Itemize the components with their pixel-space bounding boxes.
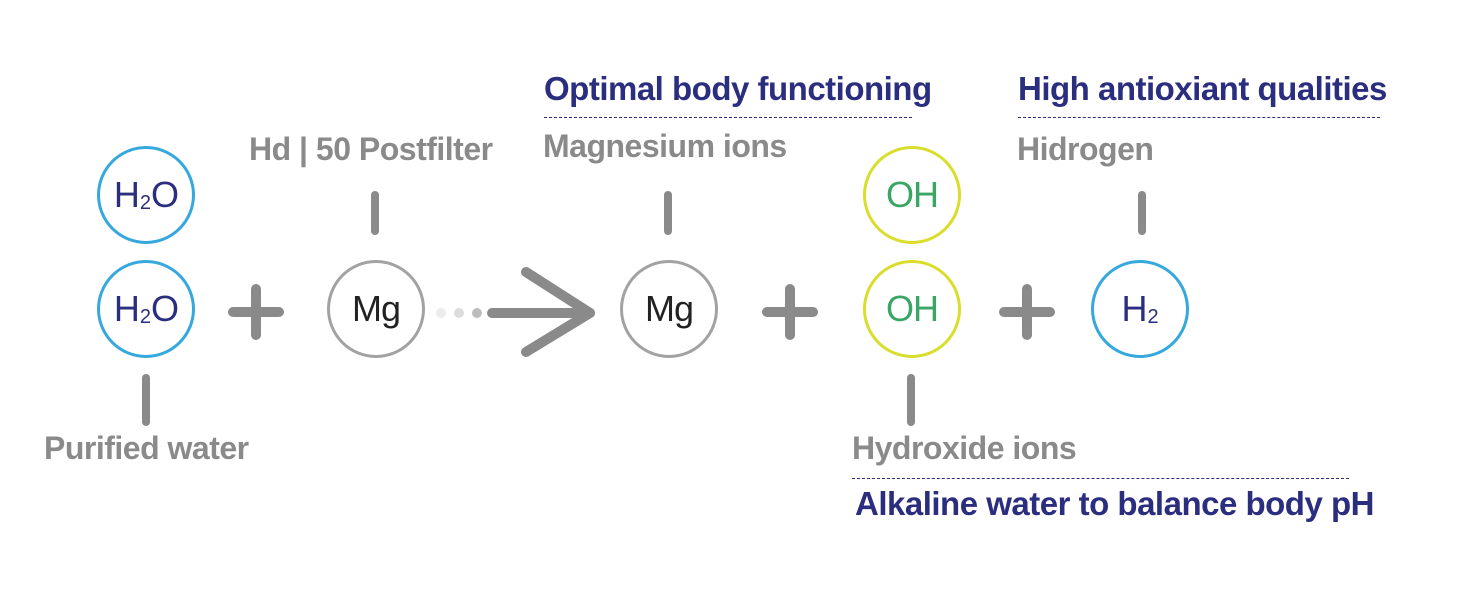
magnesium-stem bbox=[664, 191, 672, 235]
oh-molecule-bottom: OH bbox=[863, 260, 961, 358]
magnesium-ions-label: Magnesium ions bbox=[543, 128, 787, 164]
mg-molecule-right: Mg bbox=[620, 260, 718, 358]
trail-dot-3 bbox=[472, 308, 482, 318]
trail-dot-1 bbox=[436, 308, 446, 318]
optimal-body-functioning-heading: Optimal body functioning bbox=[544, 70, 932, 107]
antioxidant-divider bbox=[1018, 117, 1380, 118]
high-antioxidant-heading: High antioxiant qualities bbox=[1018, 70, 1387, 107]
alkaline-water-heading: Alkaline water to balance body pH bbox=[855, 485, 1374, 522]
h2o-bottom-h: H bbox=[113, 288, 140, 329]
postfilter-stem bbox=[371, 191, 379, 235]
plus-sign-1 bbox=[228, 284, 284, 340]
h2o-bottom-o: O bbox=[151, 288, 179, 329]
hydroxide-stem bbox=[907, 374, 915, 426]
purified-water-label: Purified water bbox=[44, 430, 249, 466]
h2o-top-o: O bbox=[151, 174, 179, 215]
h2o-bottom-subscript: 2 bbox=[139, 305, 151, 328]
hydroxide-ions-label: Hydroxide ions bbox=[852, 430, 1077, 466]
hidrogen-label: Hidrogen bbox=[1017, 131, 1154, 167]
h2-subscript: 2 bbox=[1147, 305, 1158, 328]
h2o-top-subscript: 2 bbox=[139, 191, 151, 214]
alkaline-divider bbox=[852, 478, 1349, 479]
h2o-top-h: H bbox=[113, 174, 140, 215]
purified-water-stem bbox=[142, 374, 150, 426]
hidrogen-stem bbox=[1138, 191, 1146, 235]
reaction-arrow-icon bbox=[487, 267, 595, 357]
mg-molecule-left: Mg bbox=[327, 260, 425, 358]
plus-sign-3 bbox=[999, 284, 1055, 340]
trail-dot-2 bbox=[454, 308, 464, 318]
oh-molecule-top: OH bbox=[863, 146, 961, 244]
optimal-divider bbox=[544, 117, 912, 118]
postfilter-label: Hd | 50 Postfilter bbox=[249, 131, 493, 167]
h2-h: H bbox=[1121, 288, 1147, 329]
plus-sign-2 bbox=[762, 284, 818, 340]
